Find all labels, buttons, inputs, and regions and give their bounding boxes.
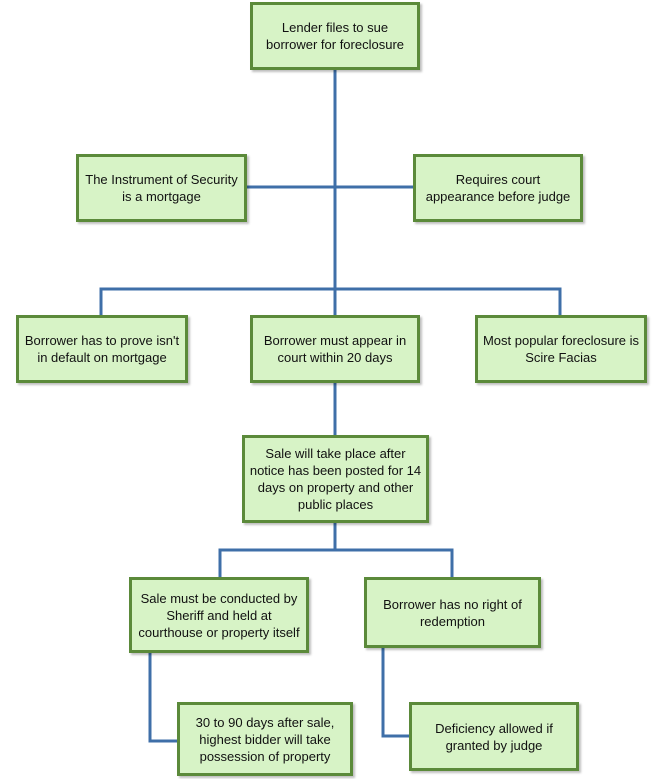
node-instrument-mortgage: The Instrument of Security is a mortgage	[76, 154, 247, 222]
node-appear-20-days-text: Borrower must appear in court within 20 …	[263, 333, 407, 365]
node-appear-20-days: Borrower must appear in court within 20 …	[250, 315, 420, 383]
node-instrument-mortgage-text: The Instrument of Security is a mortgage	[85, 172, 238, 204]
node-prove-not-default: Borrower has to prove isn't in default o…	[16, 315, 188, 383]
node-scire-facias: Most popular foreclosure is Scire Facias	[475, 315, 647, 383]
node-scire-facias-text: Most popular foreclosure is Scire Facias	[482, 333, 640, 365]
node-prove-not-default-text: Borrower has to prove isn't in default o…	[24, 333, 180, 365]
node-possession-text: 30 to 90 days after sale, highest bidder…	[195, 714, 335, 764]
node-sheriff-sale-text: Sale must be conducted by Sheriff and he…	[138, 590, 300, 640]
node-sale-notice: Sale will take place after notice has be…	[242, 435, 429, 523]
node-sale-notice-text: Sale will take place after notice has be…	[249, 446, 422, 512]
node-sheriff-sale: Sale must be conducted by Sheriff and he…	[129, 577, 309, 653]
connector-to-possession	[148, 651, 180, 743]
node-deficiency-text: Deficiency allowed if granted by judge	[435, 720, 553, 753]
node-possession: 30 to 90 days after sale, highest bidder…	[177, 702, 353, 776]
node-lender-files: Lender files to sue borrower for foreclo…	[250, 2, 420, 70]
node-court-appearance-text: Requires court appearance before judge	[425, 172, 571, 204]
node-no-redemption: Borrower has no right of redemption	[364, 577, 541, 648]
node-no-redemption-text: Borrower has no right of redemption	[383, 596, 522, 629]
node-court-appearance: Requires court appearance before judge	[413, 154, 583, 222]
node-lender-files-text: Lender files to sue borrower for foreclo…	[266, 20, 404, 52]
connector-to-deficiency	[381, 646, 412, 738]
node-deficiency: Deficiency allowed if granted by judge	[409, 702, 579, 771]
